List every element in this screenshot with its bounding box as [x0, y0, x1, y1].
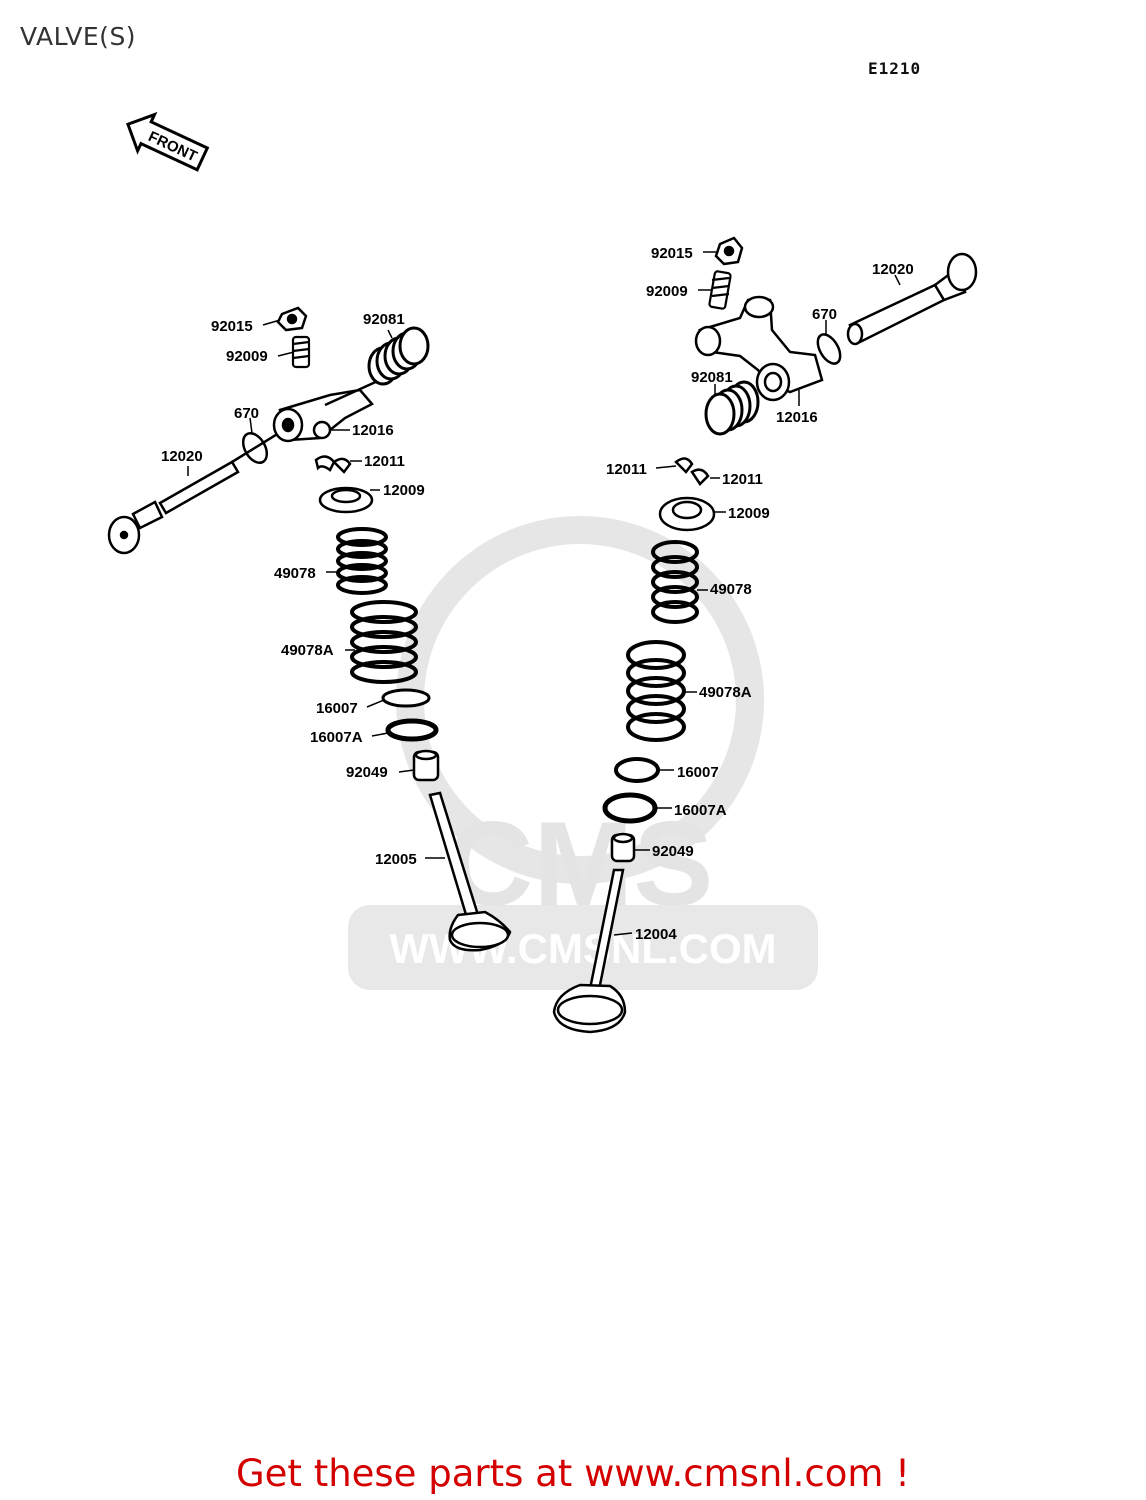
watermark: CMS WWW.CMSNL.COM [348, 516, 818, 990]
right-spring-retainer [658, 496, 716, 532]
left-inner-spring [336, 527, 388, 595]
left-rocker-shaft [107, 418, 301, 555]
label-right-12020: 12020 [872, 261, 914, 278]
label-left-92009: 92009 [226, 348, 268, 365]
right-rocker-shaft [846, 252, 978, 346]
label-right-16007: 16007 [677, 764, 719, 781]
right-valve [552, 868, 627, 1034]
left-valve [428, 791, 512, 952]
page-title: VALVE(S) [20, 22, 137, 51]
left-cotter [314, 455, 352, 474]
label-right-12011-a: 12011 [606, 461, 647, 478]
label-left-12016: 12016 [352, 422, 394, 439]
label-left-49078a: 49078A [281, 642, 334, 659]
label-left-16007: 16007 [316, 700, 358, 717]
right-cotters [674, 457, 710, 486]
label-right-49078: 49078 [710, 581, 752, 598]
promo-banner-link[interactable]: Get these parts at www.cmsnl.com ! [235, 1452, 910, 1495]
label-right-92015: 92015 [651, 245, 693, 262]
label-right-92081: 92081 [691, 369, 733, 386]
label-right-92049: 92049 [652, 843, 694, 860]
label-left-92015: 92015 [211, 318, 253, 335]
parts-diagram: CMS WWW.CMSNL.COM FRONT [107, 111, 978, 1034]
label-right-670: 670 [812, 306, 837, 323]
label-left-12009: 12009 [383, 482, 425, 499]
diagram-code: E1210 [868, 59, 922, 78]
left-adjust-nut [276, 306, 308, 332]
left-valve-seal [412, 749, 440, 782]
label-left-49078: 49078 [274, 565, 316, 582]
label-left-12020: 12020 [161, 448, 203, 465]
label-left-12011: 12011 [364, 453, 405, 470]
right-o-ring [816, 333, 842, 365]
right-valve-seal [610, 832, 636, 863]
label-right-92009: 92009 [646, 283, 688, 300]
left-seat-a [385, 718, 439, 742]
label-left-16007a: 16007A [310, 729, 363, 746]
right-adjust-screw [708, 270, 732, 310]
left-rocker-arm [272, 378, 381, 443]
right-rocker-spring [704, 380, 760, 436]
left-rocker-spring [367, 326, 430, 386]
label-left-670: 670 [234, 405, 259, 422]
right-seat [614, 757, 660, 783]
right-seat-a [602, 792, 658, 824]
watermark-url: WWW.CMSNL.COM [389, 925, 776, 972]
left-leaders [187, 319, 445, 859]
label-right-12016: 12016 [776, 409, 818, 426]
right-rocker-arm [694, 295, 824, 402]
right-outer-spring [626, 640, 686, 742]
right-leaders [613, 251, 901, 936]
left-seat [381, 688, 431, 708]
front-arrow-icon: FRONT [126, 111, 210, 172]
label-right-12011-b: 12011 [722, 471, 763, 488]
left-adjust-screw [291, 335, 311, 369]
label-right-12009: 12009 [728, 505, 770, 522]
left-outer-spring [350, 600, 418, 684]
label-right-16007a: 16007A [674, 802, 727, 819]
right-inner-spring [651, 540, 699, 624]
label-left-92049: 92049 [346, 764, 388, 781]
label-left-12005: 12005 [375, 851, 417, 868]
label-left-92081: 92081 [363, 311, 405, 328]
label-right-12004: 12004 [635, 926, 677, 943]
right-adjust-nut [714, 236, 744, 266]
label-right-49078a: 49078A [699, 684, 752, 701]
left-spring-retainer [318, 486, 374, 514]
left-o-ring [241, 432, 269, 464]
